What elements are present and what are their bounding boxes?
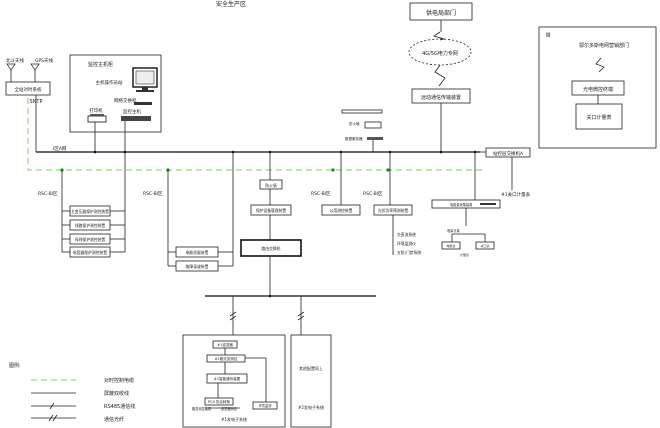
protection-device-1: 主变压器保护测控装置 [69, 205, 111, 217]
beidou-antenna-icon [6, 63, 16, 71]
power-forecast-box: 光伏功率预测装置 [373, 204, 413, 216]
grid-department-label: 鄂尔多斯电网营销部门 [579, 42, 629, 49]
zone-three-label: Ⅲ [546, 32, 550, 39]
monitor-cabinet-label: 监控主机柜 [88, 61, 113, 68]
pc-terminal-label: 光电微控终端 [583, 86, 613, 93]
svg-text:线路保护测控装置: 线路保护测控装置 [75, 223, 106, 228]
gps-antenna-group: 北斗天线 GPS天线 全站对时系统 SNTP [5, 57, 54, 152]
server-unit-3 [367, 137, 383, 140]
time-sync-label: 全站对时系统 [15, 86, 42, 93]
legend-item-1: 对时控制电缆 [104, 377, 134, 384]
svg-text:#1发电子系统: #1发电子系统 [221, 416, 247, 422]
data-server-label: 数据服务器 [345, 136, 363, 141]
svg-text:电量计量: 电量计量 [447, 228, 461, 233]
five-defense-label: 五防/门禁系统 [397, 250, 421, 255]
printer-icon [87, 114, 107, 123]
host-unit-icon [121, 116, 151, 121]
svg-text:其他配置同上: 其他配置同上 [299, 365, 323, 371]
legend: 图例: 对时控制电缆 屏蔽双绞线 RS485通信线 通信光纤 [9, 362, 135, 423]
rsc-right2-label: RSC-BI区 [363, 191, 383, 197]
svg-text:逆变器测控: 逆变器测控 [221, 406, 238, 411]
rsc-left-label: RSC-BI区 [38, 191, 58, 197]
protection-device-4: 电容器保护测控装置 [69, 246, 111, 258]
svg-text:PCS 协议转换: PCS 协议转换 [208, 399, 230, 404]
legend-item-2: 屏蔽双绞线 [104, 390, 129, 397]
monitor-host-label: 监控主机 [123, 108, 141, 115]
rsc-mid-label: RSC-BI区 [143, 191, 163, 197]
firewall-top-label: 防火墙 [349, 121, 360, 126]
svg-text:关口表: 关口表 [480, 243, 489, 248]
svg-text:计量表: 计量表 [460, 252, 469, 257]
server-unit-1 [341, 109, 383, 114]
svg-text:环境监测: 环境监测 [259, 403, 272, 408]
svg-text:电能量采集装置: 电能量采集装置 [450, 202, 472, 207]
telecontrol-box: 远动通信传输装置 [411, 88, 471, 104]
svg-text:母线保护测控装置: 母线保护测控装置 [75, 237, 106, 242]
telecontrol-label: 远动通信传输装置 [421, 94, 461, 101]
meter-link-label: #1关口计量表 [501, 191, 531, 198]
protection-device-3: 母线保护测控装置 [69, 233, 111, 245]
svg-text:防火墙: 防火墙 [265, 183, 277, 188]
svg-text:电容器保护测控装置: 电容器保护测控装置 [73, 250, 107, 255]
svg-text:保护设备管理装置: 保护设备管理装置 [256, 208, 287, 213]
svg-text:电能质量装置: 电能质量装置 [186, 250, 209, 255]
svg-text:箱变测控装置: 箱变测控装置 [192, 406, 211, 411]
diagram-title: 安全生产区 [216, 0, 246, 8]
dispatch-department-box: 供电局部门 [409, 2, 473, 21]
workstation-label: 主机操作员站 [96, 79, 123, 86]
legend-item-3: RS485通信线 [104, 403, 135, 410]
public-measurement-box: 公用测控装置 [321, 204, 361, 216]
rsc-right1-label: RSC-BI区 [311, 191, 331, 197]
beidou-antenna-label: 北斗天线 [6, 57, 24, 64]
svg-text:路由交换机: 路由交换机 [262, 246, 281, 251]
server-unit-2 [364, 121, 382, 129]
protection-management-box: 保护设备管理装置 [250, 204, 292, 216]
svg-text:故障录波装置: 故障录波装置 [186, 264, 209, 269]
gate-meter-label: 关口计量表 [586, 114, 611, 121]
subsystem-two: 其他配置同上 #2发电子系统 [290, 334, 332, 428]
legend-item-4: 通信光纤 [104, 416, 124, 423]
svg-text:#1智能通讯装置: #1智能通讯装置 [214, 376, 241, 381]
gps-antenna-icon [30, 63, 40, 71]
subsystem-one: #1逆变器 #1箱式变测控 #1智能通讯装置 PCS 协议转换 箱变测控装置 逆… [182, 334, 286, 428]
env-monitor-label: 环境监测仪 [397, 241, 416, 246]
monitor-cabinet: 监控主机柜 主机操作员站 网络交换机 打印机 监控主机 [69, 54, 162, 152]
router-switch-box: 路由交换机 [240, 239, 302, 257]
gps-antenna-label: GPS天线 [35, 57, 54, 64]
printer-label: 打印机 [89, 107, 103, 114]
svg-text:#2发电子系统: #2发电子系统 [298, 404, 324, 410]
svg-text:主变压器保护测控装置: 主变压器保护测控装置 [71, 209, 109, 214]
svg-text:光伏功率预测装置: 光伏功率预测装置 [378, 208, 409, 213]
svg-text:公用测控装置: 公用测控装置 [330, 208, 353, 213]
bus-right-label: 站控层交换机A [493, 150, 524, 157]
monitor-icon [132, 67, 158, 92]
protection-device-2: 线路保护测控装置 [69, 219, 111, 231]
center-firewall-box: 防火墙 [259, 179, 283, 190]
svg-text:#1逆变器: #1逆变器 [217, 342, 233, 347]
energy-quality-device: 电能质量装置 [175, 246, 219, 258]
network-cloud: 4G/5G电力专网 [408, 38, 472, 66]
time-sync-cable [27, 98, 486, 171]
dispatch-department-label: 供电局部门 [426, 9, 456, 17]
svg-text:#1箱式变测控: #1箱式变测控 [215, 356, 238, 361]
network-label: 4G/5G电力专网 [422, 50, 458, 57]
dc-system-label: 交直流系统 [397, 232, 416, 237]
svg-text:电能表: 电能表 [446, 243, 455, 248]
meter-panel: 电能量采集装置 电量计量 电能表 关口表 计量表 [431, 199, 501, 257]
fault-recorder-device: 故障录波装置 [175, 260, 219, 272]
zone-three-panel: Ⅲ 鄂尔多斯电网营销部门 光电微控终端 关口计量表 [538, 26, 657, 149]
network-switch-label: 网络交换机 [114, 97, 137, 104]
bus-left-label: I区A网 [53, 146, 67, 152]
legend-title: 图例: [9, 362, 21, 369]
